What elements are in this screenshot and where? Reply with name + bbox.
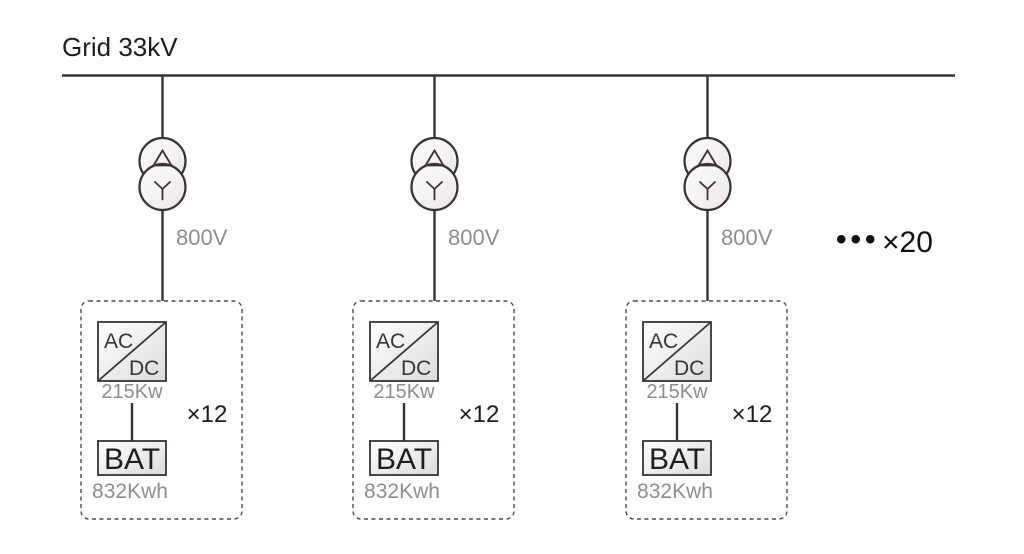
ellipsis-icon: ••• xyxy=(836,223,880,256)
wye-winding-icon xyxy=(699,181,716,201)
converter-dc-label: DC xyxy=(129,357,159,380)
storage-unit-enclosure xyxy=(352,300,515,520)
battery-icon: BAT xyxy=(642,440,712,476)
storage-unit-enclosure xyxy=(80,300,243,520)
delta-winding-icon xyxy=(696,148,719,167)
wye-winding-icon xyxy=(154,181,171,201)
transformer-secondary-circle xyxy=(683,162,732,212)
battery-capacity-label: 832Kwh xyxy=(92,480,168,503)
converter-diagonal xyxy=(369,321,439,382)
converter-dc-label: DC xyxy=(401,357,431,380)
transformer-icon xyxy=(138,136,187,212)
branch-2: 800V AC DC 215Kw ×12 BAT 832Kwh xyxy=(352,75,515,520)
battery-icon: BAT xyxy=(369,440,439,476)
converter-power-label: 215Kw xyxy=(373,381,435,403)
transformer-icon xyxy=(683,136,732,212)
storage-unit-enclosure xyxy=(625,300,788,520)
unit-count-label: ×12 xyxy=(732,401,773,428)
delta-winding-icon xyxy=(423,148,446,167)
wye-winding-icon xyxy=(426,181,443,201)
battery-capacity-label: 832Kwh xyxy=(364,480,440,503)
battery-capacity-label: 832Kwh xyxy=(637,480,713,503)
converter-power-label: 215Kw xyxy=(101,381,163,403)
converter-ac-label: AC xyxy=(376,330,405,353)
ac-dc-converter-icon: AC DC xyxy=(97,321,167,382)
branch-1: 800V AC DC 215Kw ×12 BAT 832Kwh xyxy=(80,75,243,520)
voltage-label: 800V xyxy=(448,225,500,250)
transformer-secondary-circle xyxy=(410,162,459,212)
battery-label: BAT xyxy=(649,443,705,476)
unit-count-label: ×12 xyxy=(459,401,500,428)
branch-3: 800V AC DC 215Kw ×12 BAT 832Kwh xyxy=(625,75,788,520)
voltage-label: 800V xyxy=(721,225,773,250)
battery-label: BAT xyxy=(104,443,160,476)
converter-power-label: 215Kw xyxy=(646,381,708,403)
battery-label: BAT xyxy=(376,443,432,476)
repeat-count-label: ×20 xyxy=(882,226,933,259)
ac-dc-converter-icon: AC DC xyxy=(642,321,712,382)
transformer-secondary-circle xyxy=(138,162,187,212)
repeat-indicator: ••• ×20 xyxy=(836,223,933,259)
grid-title: Grid 33kV xyxy=(62,32,178,62)
converter-dc-label: DC xyxy=(674,357,704,380)
converter-diagonal xyxy=(97,321,167,382)
converter-diagonal xyxy=(642,321,712,382)
converter-ac-label: AC xyxy=(649,330,678,353)
unit-count-label: ×12 xyxy=(187,401,228,428)
voltage-label: 800V xyxy=(176,225,228,250)
ac-dc-converter-icon: AC DC xyxy=(369,321,439,382)
battery-icon: BAT xyxy=(97,440,167,476)
delta-winding-icon xyxy=(151,148,174,167)
converter-ac-label: AC xyxy=(104,330,133,353)
transformer-icon xyxy=(410,136,459,212)
